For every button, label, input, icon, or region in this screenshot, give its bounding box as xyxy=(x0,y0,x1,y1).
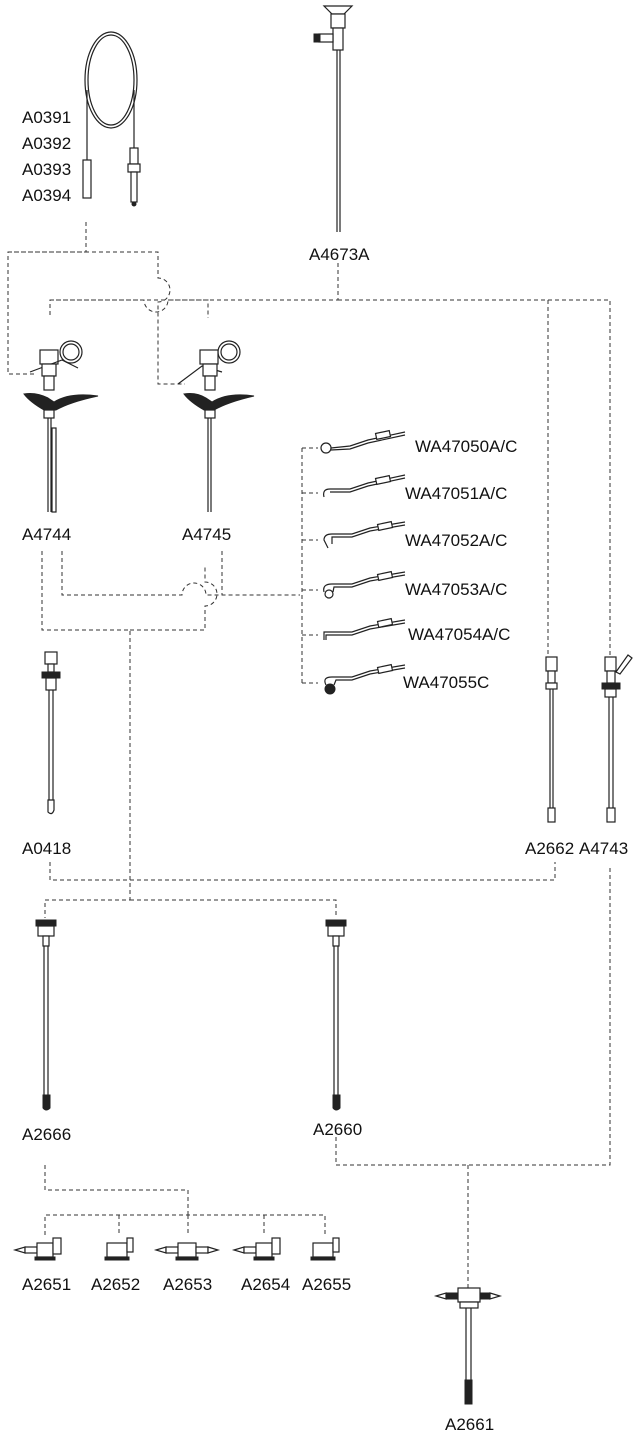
working-element-a4744-illustration xyxy=(24,341,98,512)
label-electrode-1: WA47050A/C xyxy=(415,437,517,456)
label-outer-left: A2666 xyxy=(22,1125,71,1144)
label-stopcock-1: A2651 xyxy=(22,1275,71,1294)
sheath-a2662-illustration xyxy=(546,657,557,822)
outer-sheath-a2666-illustration xyxy=(36,920,56,1110)
stopcocks-illustration xyxy=(15,1238,339,1260)
label-stopcock-4: A2654 xyxy=(241,1275,290,1294)
label-cable-4: A0394 xyxy=(22,186,71,205)
connection-lines xyxy=(8,222,610,1290)
label-electrode-4: WA47053A/C xyxy=(405,580,507,599)
label-stopcock-2: A2652 xyxy=(91,1275,140,1294)
sheath-a2661-illustration xyxy=(436,1288,500,1404)
label-cable-3: A0393 xyxy=(22,160,71,179)
outer-sheath-a2660-illustration xyxy=(326,920,346,1110)
label-cable-1: A0391 xyxy=(22,108,71,127)
part-labels: A0391 A0392 A0393 A0394 A4673A A4744 A47… xyxy=(22,108,628,1434)
label-outer-right: A2660 xyxy=(313,1120,362,1139)
telescope-illustration xyxy=(314,6,352,232)
label-stopcock-3: A2653 xyxy=(163,1275,212,1294)
working-element-a4745-illustration xyxy=(178,341,254,512)
label-handle-right: A4745 xyxy=(182,525,231,544)
label-sheath-b: A4743 xyxy=(579,839,628,858)
label-electrode-5: WA47054A/C xyxy=(408,625,510,644)
electrodes-illustration xyxy=(321,431,405,694)
light-cable-illustration xyxy=(83,32,140,206)
label-sheath-a: A2662 xyxy=(525,839,574,858)
label-telescope: A4673A xyxy=(309,245,370,264)
label-obturator: A0418 xyxy=(22,839,71,858)
label-electrode-6: WA47055C xyxy=(403,673,489,692)
label-handle-left: A4744 xyxy=(22,525,71,544)
label-electrode-2: WA47051A/C xyxy=(405,484,507,503)
label-electrode-3: WA47052A/C xyxy=(405,531,507,550)
label-stopcock-5: A2655 xyxy=(302,1275,351,1294)
label-cable-2: A0392 xyxy=(22,134,71,153)
obturator-illustration xyxy=(42,652,60,814)
sheath-a4743-illustration xyxy=(602,655,632,822)
label-bottom-sheath: A2661 xyxy=(445,1415,494,1434)
